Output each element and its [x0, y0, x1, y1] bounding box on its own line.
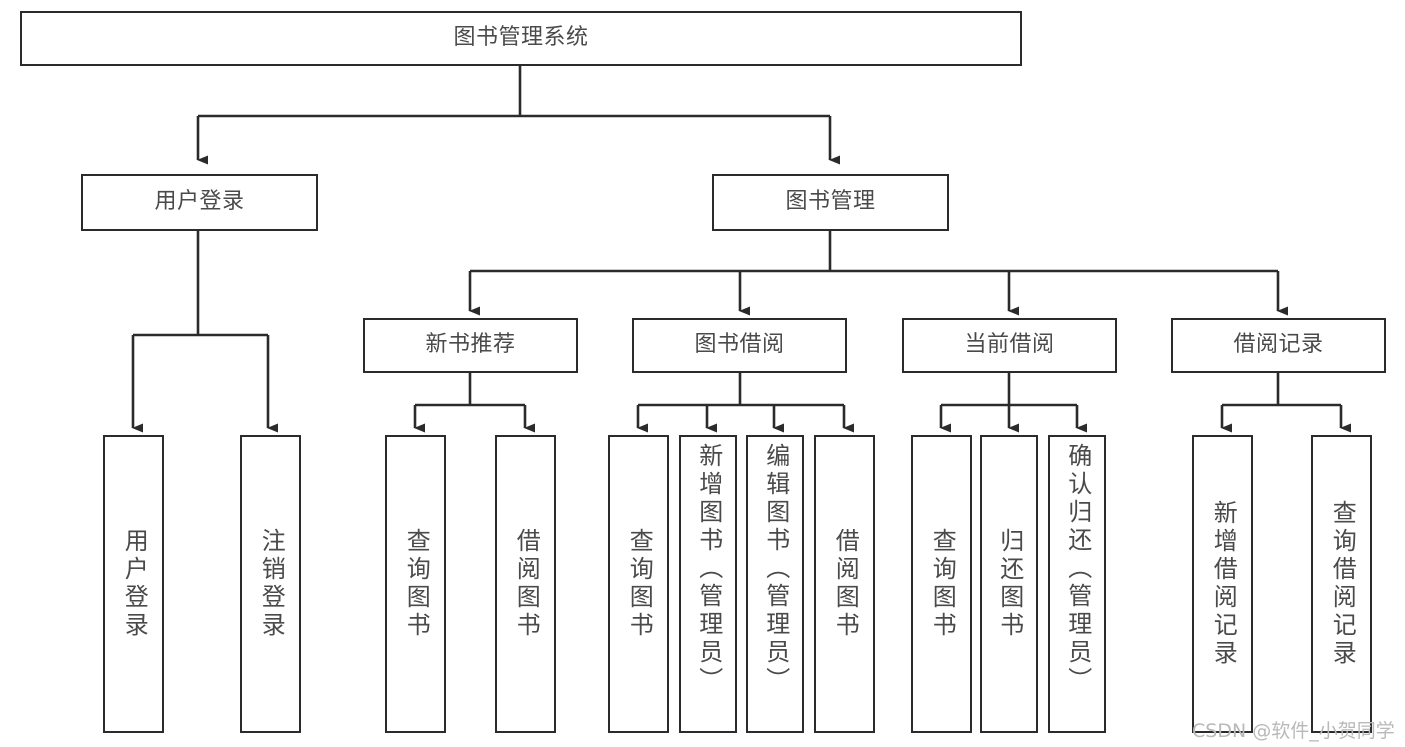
- node-label: 查询借阅记录: [1328, 500, 1357, 668]
- node-borrow-record[interactable]: 借阅记录: [1171, 318, 1386, 373]
- leaf-borrow-book[interactable]: 借阅图书: [814, 435, 875, 733]
- node-label: 注销登录: [257, 528, 286, 640]
- leaf-add-book-admin[interactable]: 新增图书（管理员）: [679, 435, 737, 733]
- node-user-login[interactable]: 用户登录: [81, 174, 318, 231]
- node-label: 当前借阅: [964, 332, 1055, 358]
- node-book-management-system[interactable]: 图书管理系统: [20, 11, 1022, 66]
- node-label: 图书借阅: [694, 332, 785, 358]
- node-label: 图书管理: [785, 189, 876, 215]
- csdn-watermark: CSDN @软件_小贺同学: [1192, 720, 1395, 742]
- node-label: 图书管理系统: [453, 25, 589, 51]
- node-label: 新增图书（管理员）: [694, 443, 723, 695]
- node-label: 借阅图书: [512, 528, 541, 640]
- node-label: 用户登录: [120, 528, 149, 640]
- node-label: 确认归还（管理员）: [1063, 443, 1092, 695]
- node-book-borrow[interactable]: 图书借阅: [632, 318, 847, 373]
- node-label: 借阅记录: [1233, 332, 1324, 358]
- node-label: 编辑图书（管理员）: [761, 443, 790, 695]
- leaf-return-book[interactable]: 归还图书: [980, 435, 1038, 733]
- node-label: 用户登录: [154, 189, 245, 215]
- node-new-book-recommend[interactable]: 新书推荐: [363, 318, 578, 373]
- leaf-edit-book-admin[interactable]: 编辑图书（管理员）: [746, 435, 804, 733]
- node-label: 查询图书: [625, 528, 654, 640]
- leaf-query-borrow-record[interactable]: 查询借阅记录: [1311, 435, 1372, 733]
- leaf-user-login[interactable]: 用户登录: [103, 435, 164, 733]
- node-label: 查询图书: [402, 528, 431, 640]
- node-current-borrow[interactable]: 当前借阅: [902, 318, 1117, 373]
- leaf-query-book-borrow[interactable]: 查询图书: [608, 435, 669, 733]
- node-book-management[interactable]: 图书管理: [712, 174, 949, 231]
- leaf-query-book-current[interactable]: 查询图书: [911, 435, 972, 733]
- leaf-logout[interactable]: 注销登录: [240, 435, 301, 733]
- leaf-query-book-recommend[interactable]: 查询图书: [385, 435, 446, 733]
- leaf-add-borrow-record[interactable]: 新增借阅记录: [1192, 435, 1253, 733]
- node-label: 借阅图书: [831, 528, 860, 640]
- node-label: 归还图书: [995, 528, 1024, 640]
- node-label: 查询图书: [928, 528, 957, 640]
- node-label: 新增借阅记录: [1209, 500, 1238, 668]
- node-label: 新书推荐: [425, 332, 516, 358]
- leaf-confirm-return-admin[interactable]: 确认归还（管理员）: [1048, 435, 1106, 733]
- leaf-borrow-book-recommend[interactable]: 借阅图书: [495, 435, 556, 733]
